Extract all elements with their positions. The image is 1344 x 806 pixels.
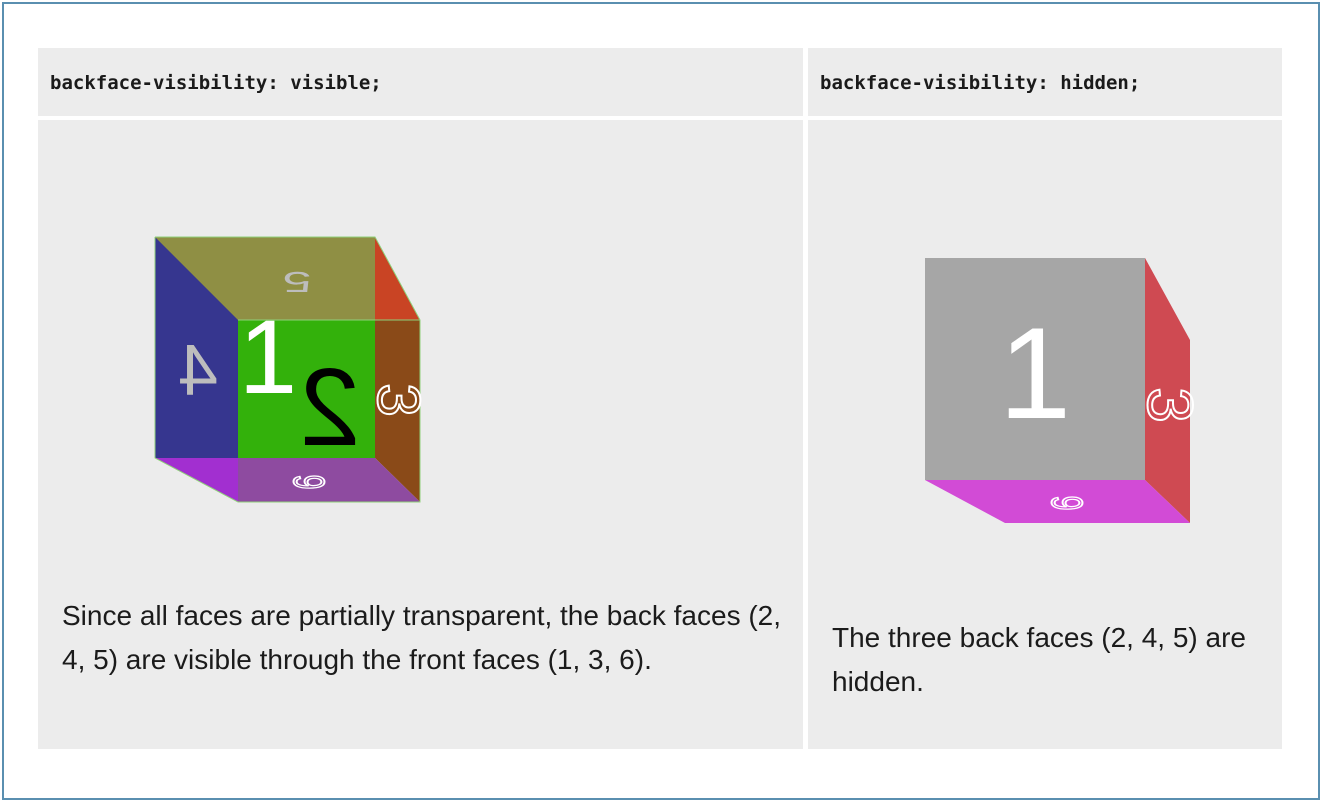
cube-visible-label-4: 4 <box>178 331 218 411</box>
header-cell-hidden: backface-visibility: hidden; <box>808 48 1282 116</box>
header-cell-visible: backface-visibility: visible; <box>38 48 803 116</box>
cube-hidden-right-face <box>1145 258 1190 523</box>
description-hidden: The three back faces (2, 4, 5) are hidde… <box>832 622 1246 697</box>
cube-visible-label-3: 3 <box>365 383 430 416</box>
cube-hidden-label-3: 3 <box>1134 387 1196 423</box>
cube-visible-label-5: 5 <box>283 266 312 298</box>
cube-visible: 5 4 2 1 3 6 <box>154 236 430 503</box>
cube-hidden-front-face <box>925 258 1145 480</box>
cube-hidden-bottom-face <box>925 480 1190 523</box>
cube-hidden-label-6: 6 <box>1042 496 1092 511</box>
cube-visible-left-face <box>155 237 238 502</box>
header-label-hidden: backface-visibility: hidden; <box>820 72 1141 94</box>
cube-visible-label-1: 1 <box>239 299 297 416</box>
cube-visible-top-face <box>155 237 420 320</box>
cube-hidden-label-1: 1 <box>999 300 1071 446</box>
header-label-visible: backface-visibility: visible; <box>50 72 382 94</box>
description-visible: Since all faces are partially transparen… <box>62 600 782 675</box>
cube-visible-front-face <box>238 320 375 458</box>
cube-visible-label-6: 6 <box>284 475 334 490</box>
cube-hidden: 1 3 6 <box>925 258 1196 523</box>
cube-visible-right-face <box>375 320 420 502</box>
cube-visible-label-2: 2 <box>299 346 360 469</box>
